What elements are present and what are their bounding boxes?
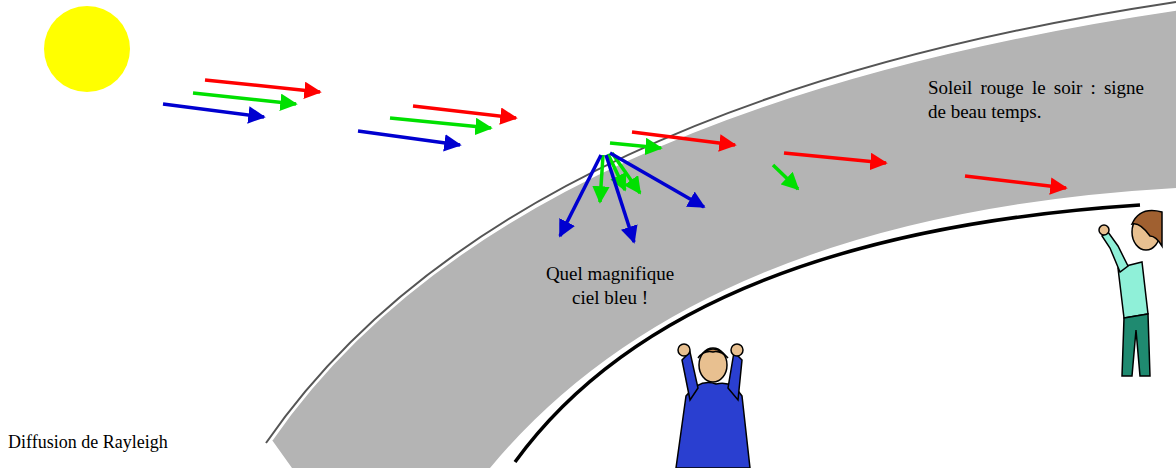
- weather-note: Soleil rouge le soir : signe de beau tem…: [928, 76, 1144, 124]
- caption: Diffusion de Rayleigh: [8, 430, 168, 454]
- observer: [676, 344, 750, 468]
- sky-note: Quel magnifique ciel bleu !: [530, 262, 690, 310]
- observer: [1099, 211, 1162, 377]
- atmosphere: [272, 10, 1176, 468]
- sun: [44, 6, 130, 92]
- ground-line: [515, 205, 1140, 462]
- atmosphere-edge: [272, 10, 1176, 440]
- atmosphere-edge: [266, 2, 1176, 443]
